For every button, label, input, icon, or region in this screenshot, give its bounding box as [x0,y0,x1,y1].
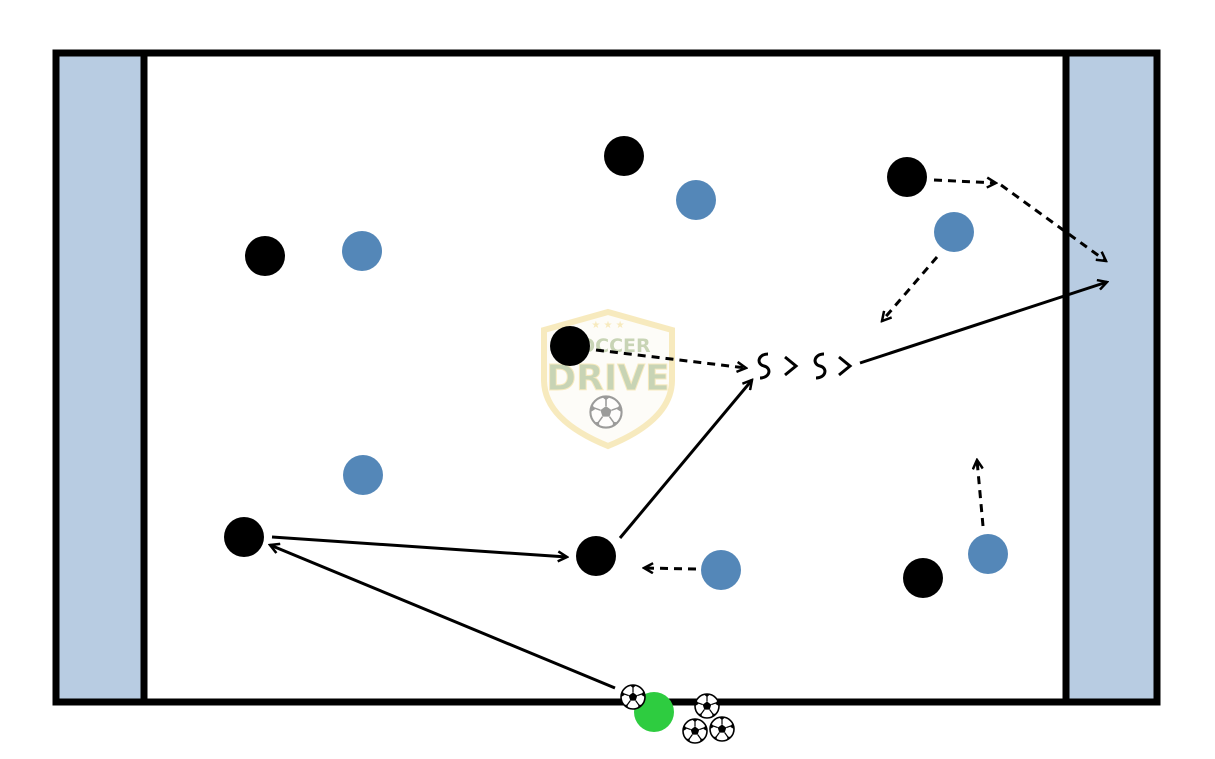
player-blue[interactable] [676,180,716,220]
player-blue[interactable] [934,212,974,252]
pass-arrow [271,535,567,557]
dribble-chevron [784,355,799,377]
run-arrow [595,348,746,368]
dribble-squiggle-icon [757,352,771,380]
dribble-path [757,352,853,380]
soccer-ball-icon[interactable] [682,718,708,744]
soccer-ball-icon[interactable] [709,716,735,742]
player-blue[interactable] [968,534,1008,574]
run-arrow [644,568,697,569]
player-blue[interactable] [701,550,741,590]
player-blue[interactable] [343,455,383,495]
end-zone-left [56,53,144,702]
watermark-stars: ★ ★ ★ [591,320,624,331]
soccer-ball-icon[interactable] [620,684,646,710]
run-arrows [595,180,1106,569]
pass-arrows [270,282,1107,690]
dribble-squiggle-icon [813,352,827,380]
soccer-ball-icon[interactable] [694,693,720,719]
shot-arrow [859,282,1107,365]
dribble-chevron [838,355,853,377]
field-border [52,49,1161,706]
end-zone-right [1066,53,1157,702]
pass-arrow [270,545,616,690]
run-arrow [977,460,985,527]
player-blue[interactable] [342,231,382,271]
player-black[interactable] [903,558,943,598]
run-arrow [933,180,996,183]
player-black[interactable] [887,157,927,197]
player-black[interactable] [576,536,616,576]
player-black[interactable] [224,517,264,557]
player-black[interactable] [550,326,590,366]
run-arrow [882,256,939,321]
player-black[interactable] [245,236,285,276]
team-black [224,136,943,598]
run-arrow [1000,183,1106,261]
pass-arrow [618,380,752,539]
team-blue [342,180,1008,590]
player-black[interactable] [604,136,644,176]
